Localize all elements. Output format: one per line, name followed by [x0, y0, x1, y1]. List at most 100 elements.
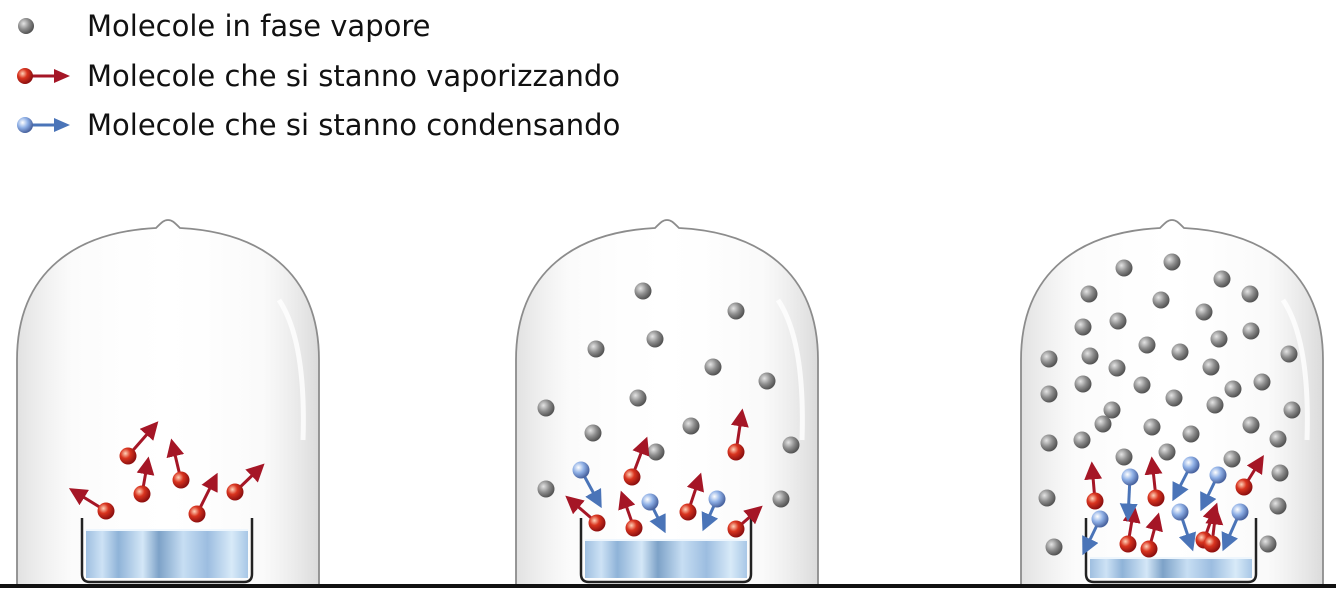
vaporizing-molecule — [623, 468, 641, 486]
panel-intermediate — [515, 219, 819, 584]
vapor-molecule — [537, 480, 555, 498]
glass-highlight — [775, 298, 805, 441]
vaporizing-molecule — [1140, 540, 1158, 558]
vapor-molecule — [1283, 401, 1301, 419]
vaporizing-molecule — [1203, 535, 1221, 553]
vapor-molecule — [1224, 380, 1242, 398]
condensing-molecule — [641, 493, 659, 511]
vapor-molecule — [1165, 389, 1183, 407]
vapor-molecule — [1074, 375, 1092, 393]
condensing-molecule — [708, 490, 726, 508]
vapor-molecule — [1038, 489, 1056, 507]
vapor-molecule — [1271, 464, 1289, 482]
vaporizing-molecule — [727, 520, 745, 538]
vapor-molecule — [1269, 497, 1287, 515]
vapor-molecule — [682, 417, 700, 435]
bell-jar-diagram — [0, 219, 1336, 588]
vaporizing-molecule — [133, 485, 151, 503]
legend-item-vapor: Molecole in fase vapore — [0, 4, 700, 48]
vaporizing-molecule — [727, 443, 745, 461]
vapor-molecule — [1115, 259, 1133, 277]
dish — [579, 518, 753, 584]
vapor-molecule — [1195, 303, 1213, 321]
vapor-molecule — [1259, 535, 1277, 553]
vapor-molecule — [782, 436, 800, 454]
legend-item-condensing: Molecole che si stanno condensando — [0, 103, 700, 147]
vapor-molecule — [1242, 416, 1260, 434]
vapor-molecule — [1080, 285, 1098, 303]
blue-sphere-arrow-icon — [17, 117, 70, 133]
vapor-molecule — [1202, 358, 1220, 376]
legend-label-vapor: Molecole in fase vapore — [87, 9, 431, 43]
condensing-molecule — [1091, 510, 1109, 528]
vapor-molecule — [646, 330, 664, 348]
vapor-molecule — [1253, 373, 1271, 391]
panel-start — [16, 219, 320, 584]
vapor-molecule — [1045, 538, 1063, 556]
vaporizing-molecule — [1147, 489, 1165, 507]
vapor-molecule — [1210, 330, 1228, 348]
vaporizing-molecule — [226, 483, 244, 501]
vapor-molecule — [704, 358, 722, 376]
vaporizing-molecule — [679, 503, 697, 521]
vapor-molecule — [537, 399, 555, 417]
vapor-molecule — [1242, 322, 1260, 340]
bell-jar-glass — [516, 220, 818, 584]
vapor-molecule — [1241, 285, 1259, 303]
vapor-molecule — [1074, 318, 1092, 336]
vapor-molecule — [1109, 312, 1127, 330]
red-sphere-arrow-icon — [17, 68, 70, 84]
vapor-molecule — [1108, 359, 1126, 377]
vaporizing-molecule — [1235, 478, 1253, 496]
vapor-molecule — [1138, 336, 1156, 354]
vapor-molecule — [1040, 385, 1058, 403]
vapor-molecule — [1040, 350, 1058, 368]
bell-jar-glass — [17, 220, 319, 584]
vapor-molecule — [647, 443, 665, 461]
vapor-molecule — [584, 424, 602, 442]
liquid — [86, 530, 248, 578]
legend: Molecole in fase vapore Molecole che si … — [0, 0, 700, 160]
legend-item-vaporizing: Molecole che si stanno vaporizzando — [0, 54, 700, 98]
vapor-molecule — [1040, 434, 1058, 452]
dish — [1084, 518, 1258, 584]
glass-highlight — [1280, 298, 1310, 441]
glass-highlight — [276, 298, 306, 441]
dish — [80, 518, 254, 584]
vaporizing-molecule — [1086, 492, 1104, 510]
legend-label-vaporizing: Molecole che si stanno vaporizzando — [87, 59, 621, 93]
vapor-molecule — [727, 302, 745, 320]
vapor-molecule — [1081, 347, 1099, 365]
condensing-molecule — [1231, 503, 1249, 521]
gray-sphere-icon — [18, 18, 34, 34]
vapor-molecule — [634, 282, 652, 300]
vaporizing-molecule — [1119, 535, 1137, 553]
condensing-molecule — [1121, 468, 1139, 486]
vapor-molecule — [1171, 343, 1189, 361]
vapor-molecule — [1115, 448, 1133, 466]
vaporizing-molecule — [588, 514, 606, 532]
vapor-molecule — [1158, 443, 1176, 461]
vaporizing-molecule — [188, 505, 206, 523]
vaporizing-molecule — [97, 502, 115, 520]
vapor-molecule — [758, 372, 776, 390]
vapor-molecule — [1163, 253, 1181, 271]
vapor-molecule — [1223, 450, 1241, 468]
vaporizing-molecule — [119, 447, 137, 465]
liquid — [585, 540, 747, 578]
condensing-molecule — [1182, 456, 1200, 474]
vaporizing-molecule — [172, 471, 190, 489]
condensing-molecule — [572, 461, 590, 479]
liquid — [1090, 558, 1252, 578]
bell-jar-outline — [16, 219, 320, 584]
bell-jar-outline — [1020, 219, 1324, 584]
vapor-molecule — [587, 340, 605, 358]
condensing-molecule — [1171, 503, 1189, 521]
vapor-molecule — [1269, 430, 1287, 448]
vapor-molecule — [629, 389, 647, 407]
legend-label-condensing: Molecole che si stanno condensando — [87, 108, 621, 142]
condensing-molecule — [1209, 466, 1227, 484]
vapor-molecule — [1182, 425, 1200, 443]
vapor-molecule — [1133, 376, 1151, 394]
vapor-molecule — [1103, 401, 1121, 419]
